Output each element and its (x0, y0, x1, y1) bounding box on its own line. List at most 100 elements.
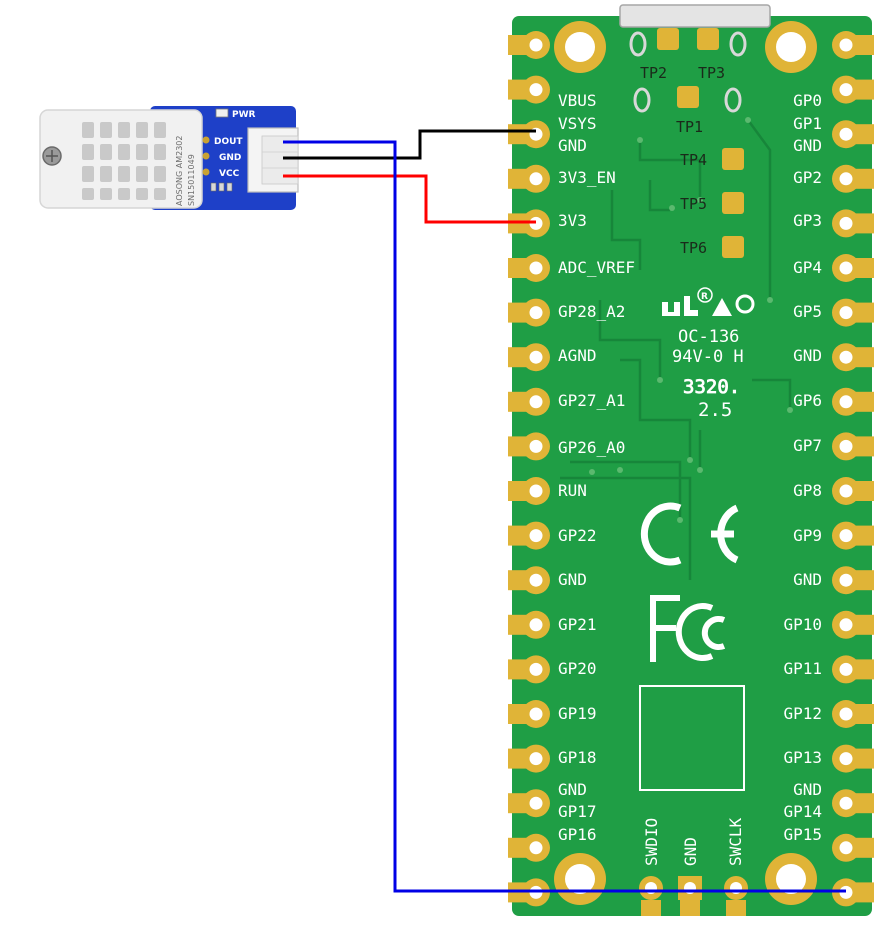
left-pin-label: GND (558, 570, 587, 589)
pad-hole (529, 350, 543, 364)
pad-hole (529, 707, 543, 721)
ul-certification-logo: R (662, 287, 755, 316)
pad-hole (839, 350, 853, 364)
left-pin-label: VSYS (558, 114, 597, 133)
left-header-pads (508, 31, 550, 907)
left-pin-label: GP18 (558, 748, 597, 767)
pad-hole (839, 573, 853, 587)
wire-data (283, 140, 846, 893)
tp5-label: TP5 (680, 195, 707, 213)
left-pin-label: RUN (558, 481, 587, 500)
pad-hole (839, 618, 853, 632)
pad-hole (529, 529, 543, 543)
right-pin-label: GND (793, 346, 822, 365)
cert-line-4: 2.5 (698, 399, 732, 421)
right-pin-label: GP9 (793, 526, 822, 545)
pad-hole (529, 38, 543, 52)
pad-hole (529, 83, 543, 97)
sensor-model-line-1: AOSONG AM2302 (175, 136, 184, 206)
pad-hole (529, 573, 543, 587)
right-pin-label: GP1 (793, 114, 822, 133)
debug-header (639, 876, 748, 916)
pad-hole (529, 306, 543, 320)
debug-pin-gnd: GND (681, 837, 700, 866)
usb-connector (619, 4, 771, 28)
left-pin-label: GP17 (558, 802, 597, 821)
left-pin-label: 3V3 (558, 211, 587, 230)
right-pin-label: GP13 (783, 748, 822, 767)
wire-vcc (283, 174, 536, 224)
pad-hole (529, 484, 543, 498)
tp6-label: TP6 (680, 239, 707, 257)
tp3-label: TP3 (698, 64, 725, 82)
pad-hole (839, 38, 853, 52)
sensor-pin-vcc: VCC (219, 169, 240, 179)
cert-line-1: OC-136 (678, 327, 739, 347)
sensor-smd-parts (210, 182, 233, 192)
trace-vias (589, 117, 793, 523)
dht22-sensor: AOSONG AM2302 SN15011049 PWR DOUT GND VC… (39, 106, 299, 210)
pad-hole (839, 484, 853, 498)
pad-hole (529, 841, 543, 855)
pad-hole (839, 216, 853, 230)
sensor-pwr-label: PWR (232, 110, 256, 120)
debug-pin-swclk: SWCLK (726, 817, 745, 866)
pad-hole (529, 261, 543, 275)
tp4-label: TP4 (680, 151, 707, 169)
right-pin-label: GP4 (793, 258, 822, 277)
debug-pin-swdio: SWDIO (642, 818, 661, 866)
pad-hole (839, 529, 853, 543)
pad-hole (839, 83, 853, 97)
pad-hole (839, 127, 853, 141)
ce-mark-icon (640, 502, 739, 566)
left-pin-label: GND (558, 136, 587, 155)
pad-hole (839, 172, 853, 186)
right-pin-label: GP14 (783, 802, 822, 821)
right-pin-label: GP10 (783, 615, 822, 634)
pad-hole (839, 662, 853, 676)
right-pin-label: GND (793, 136, 822, 155)
pad-hole (839, 707, 853, 721)
pad-hole (529, 172, 543, 186)
pad-hole (839, 752, 853, 766)
sensor-pwr-led (215, 108, 229, 118)
left-pin-label: VBUS (558, 91, 597, 110)
right-pin-label: GP12 (783, 704, 822, 723)
test-pads (629, 28, 747, 258)
svg-text:R: R (701, 292, 708, 302)
left-pin-label: GP27_A1 (558, 391, 625, 410)
right-header-pads (832, 31, 874, 907)
pad-hole (529, 439, 543, 453)
sensor-vent-grid (82, 122, 166, 200)
right-pin-label: GP6 (793, 391, 822, 410)
left-pin-label: GND (558, 780, 587, 799)
right-pin-label: GND (793, 780, 822, 799)
right-pin-label: GP2 (793, 168, 822, 187)
pcb-traces (560, 119, 792, 580)
pad-hole (839, 261, 853, 275)
left-pin-label: ADC_VREF (558, 258, 635, 277)
right-pin-label: GP8 (793, 481, 822, 500)
right-pin-label: GP5 (793, 302, 822, 321)
right-pin-labels: GP0GP1GNDGP2GP3GP4GP5GNDGP6GP7GP8GP9GNDG… (783, 91, 822, 844)
cert-line-2: 94V-0 H (672, 347, 744, 367)
sensor-pin-dots (202, 136, 210, 176)
left-pin-label: GP21 (558, 615, 597, 634)
right-pin-label: GP11 (783, 659, 822, 678)
pad-hole (839, 796, 853, 810)
pad-hole (529, 618, 543, 632)
tp2-label: TP2 (640, 64, 667, 82)
right-pin-label: GP3 (793, 211, 822, 230)
sensor-connector (247, 127, 299, 193)
left-pin-label: GP22 (558, 526, 597, 545)
left-pin-label: GP28_A2 (558, 302, 625, 321)
sensor-pin-dout: DOUT (214, 137, 243, 147)
left-pin-labels: VBUSVSYSGND3V3_EN3V3ADC_VREFGP28_A2AGNDG… (558, 91, 635, 844)
left-pin-label: GP16 (558, 825, 597, 844)
fcc-mark-icon (650, 595, 726, 662)
pad-hole (529, 752, 543, 766)
cert-line-3: 3320. (683, 376, 740, 398)
sensor-model-line-2: SN15011049 (187, 154, 196, 206)
wire-gnd (283, 129, 536, 160)
